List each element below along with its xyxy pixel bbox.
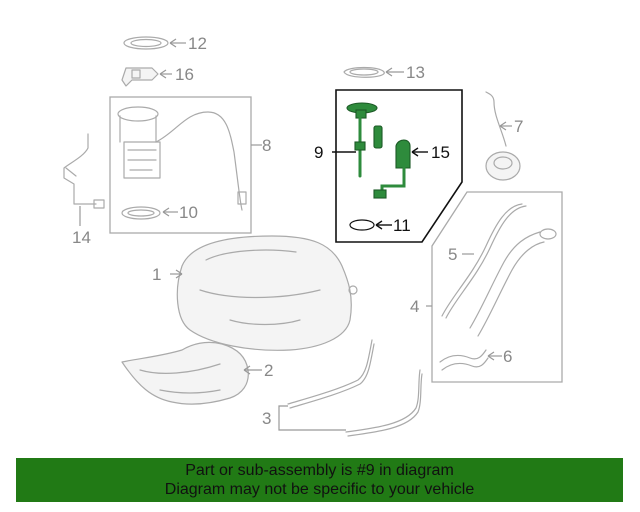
part-4-filler-neck[interactable] (469, 228, 557, 337)
callout-6: 6 (503, 347, 512, 366)
arrow-16 (159, 69, 167, 79)
callout-15: 15 (431, 143, 450, 162)
callout-5: 5 (448, 245, 457, 264)
callout-2: 2 (264, 361, 273, 380)
callout-7: 7 (514, 117, 523, 136)
part-14-sensor[interactable] (63, 133, 105, 209)
part-3-tank-straps[interactable] (287, 339, 423, 437)
part-2-heat-shield[interactable] (121, 341, 249, 405)
part-10-seal[interactable] (121, 206, 161, 220)
part-9-sender-assembly[interactable] (346, 102, 383, 178)
callout-10: 10 (179, 203, 198, 222)
part-15-level-sensor[interactable] (373, 139, 411, 199)
part-5-vent-tube[interactable] (441, 203, 527, 319)
callout-12: 12 (188, 34, 207, 53)
part-16-plug[interactable] (121, 67, 159, 87)
banner-line-1: Part or sub-assembly is #9 in diagram (185, 462, 454, 479)
callout-1: 1 (152, 265, 161, 284)
banner-line-2: Diagram may not be specific to your vehi… (164, 481, 475, 498)
part-12-seal-ring[interactable] (123, 36, 169, 50)
arrow-2 (243, 365, 251, 375)
info-banner: Part or sub-assembly is #9 in diagram Di… (16, 458, 623, 502)
arrow-12 (169, 38, 177, 48)
callout-13: 13 (406, 63, 425, 82)
callout-3: 3 (262, 409, 271, 428)
part-9-subassembly-box[interactable] (335, 89, 463, 243)
part-7-fuel-cap[interactable] (485, 91, 521, 181)
callout-11: 11 (393, 216, 411, 235)
callout-9: 9 (314, 143, 323, 162)
callout-14: 14 (72, 228, 91, 247)
arrow-1 (175, 269, 183, 279)
part-13-seal-ring[interactable] (343, 66, 385, 78)
exploded-parts-diagram: 12 16 8 10 (63, 34, 563, 437)
part-8-module-box (109, 96, 252, 234)
callout-16: 16 (175, 65, 194, 84)
arrow-10 (162, 207, 170, 217)
arrow-6 (487, 351, 495, 361)
part-6-hose[interactable] (439, 349, 489, 371)
arrow-15 (411, 147, 419, 157)
arrow-11 (375, 220, 383, 230)
callout-8: 8 (262, 136, 271, 155)
arrow-13 (385, 67, 393, 77)
leader-3 (278, 405, 346, 431)
part-11-o-ring[interactable] (349, 219, 375, 231)
arrow-7 (499, 121, 507, 131)
part-1-fuel-tank[interactable] (176, 235, 358, 351)
part-4-filler-box (431, 191, 563, 383)
callout-4: 4 (410, 297, 419, 316)
part-8-pump-module[interactable] (117, 106, 247, 211)
